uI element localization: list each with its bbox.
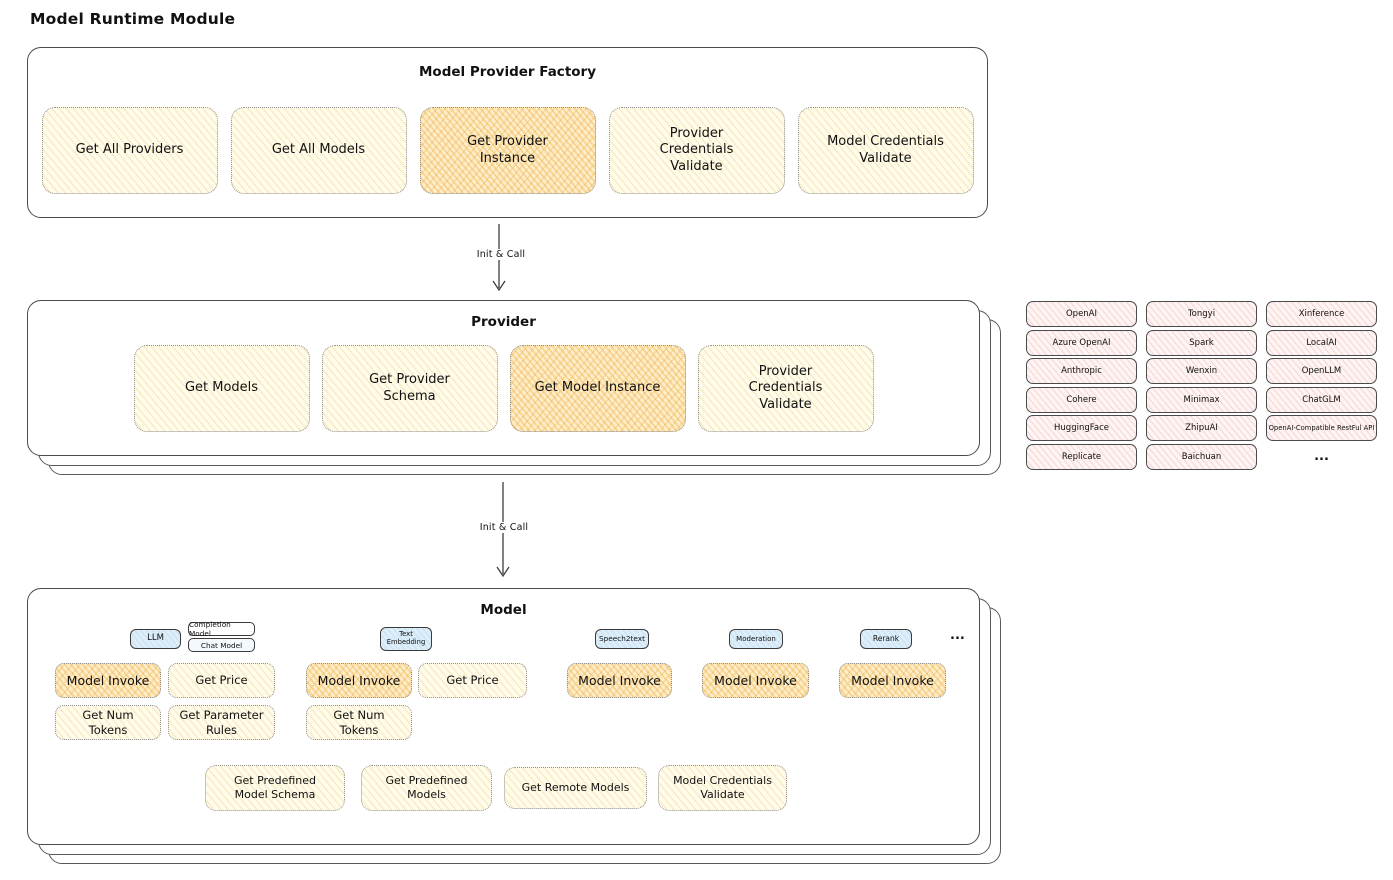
init-call-label-1: Init & Call <box>470 249 532 260</box>
embedding-get-price-button: Get Price <box>418 663 527 698</box>
provider-chip-anthropic: Anthropic <box>1026 358 1137 385</box>
subtab-chat-model: Chat Model <box>188 638 255 652</box>
tab-text-embedding: Text Embedding <box>380 627 432 651</box>
provider-chip-azure-openai: Azure OpenAI <box>1026 329 1137 356</box>
tab-speech2text: Speech2text <box>595 629 649 649</box>
provider-chip-openllm: OpenLLM <box>1266 358 1377 385</box>
factory-button-row: Get All Providers Get All Models Get Pro… <box>27 107 988 194</box>
provider-chip-localai: LocalAI <box>1266 329 1377 356</box>
tab-llm: LLM <box>130 629 181 649</box>
get-remote-models-button: Get Remote Models <box>504 767 647 809</box>
get-models-button: Get Models <box>133 345 310 432</box>
provider-credentials-validate-button: Provider Credentials Validate <box>608 107 785 194</box>
provider-credentials-validate-button-2: Provider Credentials Validate <box>697 345 874 432</box>
model-credentials-validate-button-2: Model Credentials Validate <box>658 765 787 811</box>
get-model-instance-button: Get Model Instance <box>509 345 686 432</box>
provider-chip-openai-compatible: OpenAI-Compatible RestFul API <box>1266 415 1377 442</box>
provider-chip-minimax: Minimax <box>1146 386 1257 413</box>
llm-get-parameter-rules-button: Get Parameter Rules <box>168 705 275 740</box>
provider-chip-wenxin: Wenxin <box>1146 358 1257 385</box>
provider-chip-baichuan: Baichuan <box>1146 443 1257 470</box>
provider-chip-zhipuai: ZhipuAI <box>1146 415 1257 442</box>
subtab-completion-model: Completion Model <box>188 620 255 638</box>
factory-title: Model Provider Factory <box>418 64 597 80</box>
llm-get-price-button: Get Price <box>168 663 275 698</box>
provider-more-ellipsis: ... <box>1314 449 1329 465</box>
speech2text-model-invoke-button: Model Invoke <box>567 663 672 698</box>
llm-model-invoke-button: Model Invoke <box>55 663 161 698</box>
moderation-model-invoke-button: Model Invoke <box>702 663 809 698</box>
provider-chip-spark: Spark <box>1146 329 1257 356</box>
embedding-model-invoke-button: Model Invoke <box>306 663 412 698</box>
model-credentials-validate-button: Model Credentials Validate <box>797 107 974 194</box>
provider-chip-tongyi: Tongyi <box>1146 301 1257 327</box>
tab-moderation: Moderation <box>729 629 783 649</box>
init-call-label-2: Init & Call <box>473 522 535 533</box>
llm-get-num-tokens-button: Get Num Tokens <box>55 705 161 740</box>
tab-rerank: Rerank <box>860 629 912 649</box>
get-provider-schema-button: Get Provider Schema <box>321 345 498 432</box>
provider-chip-openai: OpenAI <box>1026 301 1137 327</box>
rerank-model-invoke-button: Model Invoke <box>839 663 946 698</box>
page-title: Model Runtime Module <box>30 10 236 28</box>
model-title: Model <box>480 602 527 618</box>
provider-chip-cohere: Cohere <box>1026 386 1137 413</box>
embedding-get-num-tokens-button: Get Num Tokens <box>306 705 412 740</box>
provider-title: Provider <box>471 314 536 330</box>
get-predefined-model-schema-button: Get Predefined Model Schema <box>205 765 345 811</box>
provider-chip-chatglm: ChatGLM <box>1266 386 1377 413</box>
provider-chip-huggingface: HuggingFace <box>1026 415 1137 442</box>
model-more-ellipsis: ... <box>950 628 965 643</box>
provider-chip-xinference: Xinference <box>1266 301 1377 327</box>
get-predefined-models-button: Get Predefined Models <box>361 765 492 811</box>
get-provider-instance-button: Get Provider Instance <box>419 107 596 194</box>
provider-chip-replicate: Replicate <box>1026 443 1137 470</box>
get-all-providers-button: Get All Providers <box>41 107 218 194</box>
provider-button-row: Get Models Get Provider Schema Get Model… <box>27 345 980 432</box>
get-all-models-button: Get All Models <box>230 107 407 194</box>
provider-list: OpenAI Tongyi Xinference Azure OpenAI Sp… <box>1026 301 1377 470</box>
